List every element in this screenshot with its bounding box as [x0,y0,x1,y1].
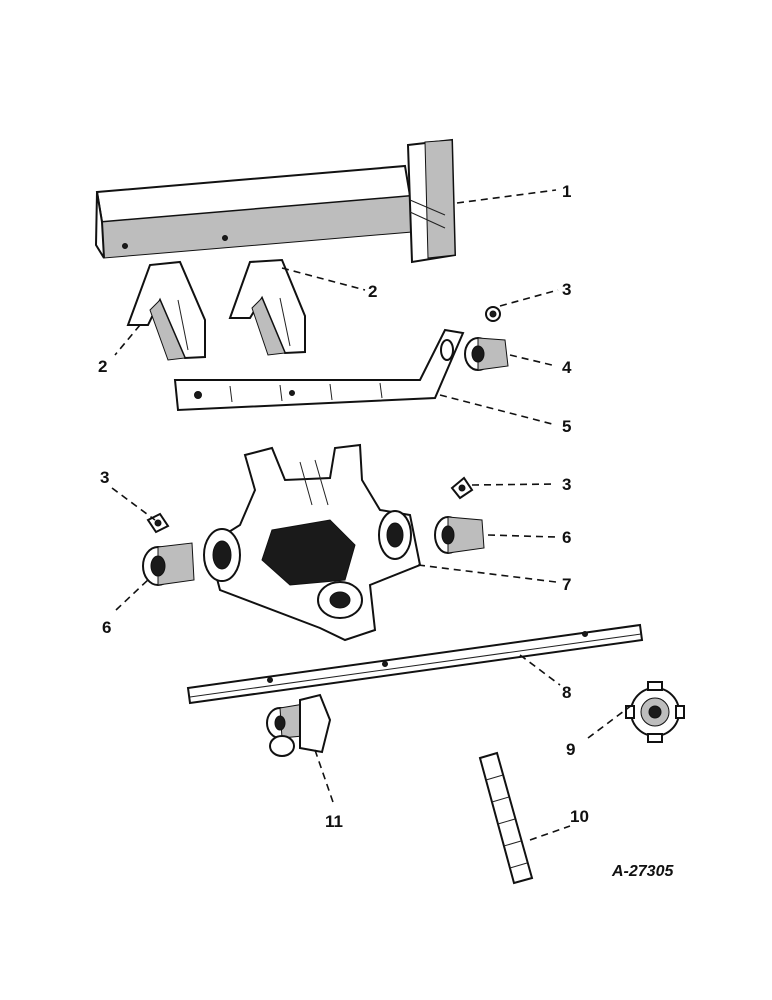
leader-9 [587,704,633,739]
leader-8 [519,654,561,686]
part-2-bracket-left [126,260,206,361]
leader-3c [471,483,557,486]
callout-3-right: 3 [562,475,571,494]
callout-1: 1 [562,182,571,201]
part-9-sprocket [625,681,685,743]
part-7-housing [203,443,422,642]
leader-1 [456,189,557,204]
part-11-gear-hub [266,693,332,757]
callout-6-left: 6 [102,618,111,637]
part-6-bushing-right [434,516,485,554]
callout-8: 8 [562,683,571,702]
leader-6b [487,534,557,538]
callout-2-right: 2 [368,282,377,301]
leader-5 [439,394,557,426]
leader-6a [115,577,151,611]
callout-11: 11 [325,812,343,831]
callout-4: 4 [562,358,572,377]
callout-3-left: 3 [100,468,109,487]
leader-11 [314,749,335,806]
leader-3a [499,289,559,307]
callout-3-top: 3 [562,280,571,299]
part-3-fitting-right [450,476,474,500]
callout-10: 10 [570,807,589,826]
callout-7: 7 [562,575,571,594]
leader-3b [111,487,156,521]
figure-id: A-27305 [611,863,674,880]
leader-10 [529,825,571,841]
callout-9: 9 [566,740,575,759]
part-10-chain [478,751,534,885]
leader-2b [281,267,366,291]
part-1-tube-with-bracket [94,138,457,264]
part-5-strap [173,328,465,412]
leader-lines [111,189,633,841]
leader-7 [417,564,557,583]
leader-4 [509,354,557,367]
part-4-collar [464,337,509,371]
part-2-bracket-right [228,258,306,356]
part-6-bushing-left [142,542,195,586]
callout-labels: 1 2 2 3 4 5 3 3 6 6 7 8 9 10 11 A-27305 [98,182,674,880]
callout-6-right: 6 [562,528,571,547]
callout-5: 5 [562,417,571,436]
part-3-fitting-top [485,306,501,322]
leader-2a [114,324,141,356]
part-8-shaft [186,623,644,705]
callout-2-left: 2 [98,357,107,376]
